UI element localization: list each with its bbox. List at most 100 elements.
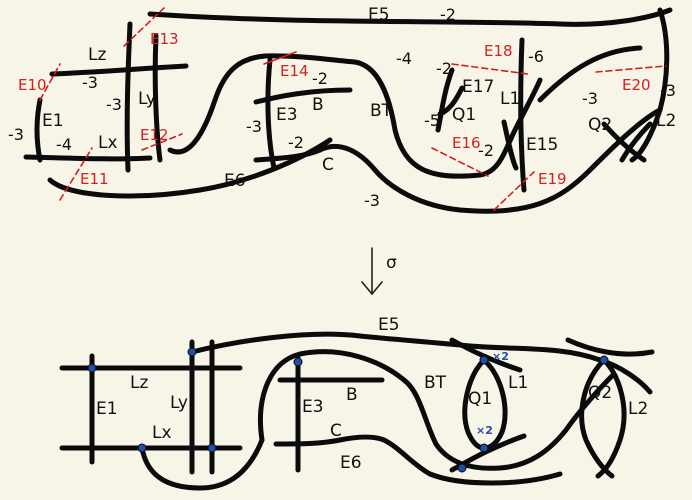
bottom-curve-q1-right xyxy=(481,357,508,451)
arrow-head xyxy=(361,281,383,296)
top-label-lx: Lx xyxy=(98,133,118,153)
bottom-point-lx-left xyxy=(137,443,147,453)
top-label-b: B xyxy=(312,95,324,115)
top-mult-l1: -6 xyxy=(528,47,544,66)
top-mult-lx: -4 xyxy=(56,135,72,154)
top-curve-q1 xyxy=(435,67,455,133)
top-curve-e17 xyxy=(437,85,465,117)
top-mult-l2: -3 xyxy=(660,81,676,100)
top-label-e10: E10 xyxy=(18,76,47,94)
top-label-lz: Lz xyxy=(88,45,106,65)
top-curve-e15 xyxy=(501,119,519,171)
top-label-q1: Q1 xyxy=(452,105,476,125)
top-label-c: C xyxy=(322,155,334,175)
bottom-label-c: C xyxy=(330,421,342,441)
top-exceptional-e20 xyxy=(595,65,667,73)
bottom-point-lz-e1 xyxy=(87,363,97,373)
top-label-e12: E12 xyxy=(140,126,169,144)
top-exceptional-e19 xyxy=(493,171,535,211)
bottom-label-l1: L1 xyxy=(508,373,528,393)
bottom-label-q1: Q1 xyxy=(468,389,492,409)
top-label-l1: L1 xyxy=(500,89,520,109)
bottom-label-l2: L2 xyxy=(628,399,648,419)
top-label-e5: E5 xyxy=(368,5,390,25)
top-mult-e17: -2 xyxy=(436,59,452,78)
top-label-e19: E19 xyxy=(538,170,567,188)
top-curve-q2 xyxy=(537,45,643,103)
top-label-bt: BT xyxy=(370,101,393,121)
top-mult-lz: -3 xyxy=(82,73,98,92)
top-exceptional-e18 xyxy=(451,63,529,75)
top-exceptional-e11 xyxy=(59,147,93,201)
bottom-curve-l2 xyxy=(565,337,655,357)
top-label-l2: L2 xyxy=(656,111,676,131)
top-mult-e3: -3 xyxy=(246,117,262,136)
top-mult-e1: -3 xyxy=(8,125,24,144)
top-exceptional-e10 xyxy=(39,63,61,101)
top-mult-ly: -3 xyxy=(106,95,122,114)
top-curve-lx xyxy=(23,154,153,162)
bottom-marker-lower: ×2 xyxy=(476,424,493,437)
top-label-ly: Ly xyxy=(138,89,156,109)
top-curve-q2-cross xyxy=(601,121,647,163)
top-label-e16: E16 xyxy=(452,134,481,152)
bottom-point-lx-right xyxy=(207,443,217,453)
top-label-e1: E1 xyxy=(42,111,64,131)
top-mult-e6: -3 xyxy=(364,191,380,210)
bottom-label-e6: E6 xyxy=(340,453,362,473)
top-label-e11: E11 xyxy=(80,170,109,188)
bottom-point-q1-bottom xyxy=(479,443,489,453)
top-exceptional-e14 xyxy=(263,51,297,65)
bottom-curve-bt xyxy=(258,349,615,471)
bottom-point-q1-top xyxy=(479,355,489,365)
bottom-point-e3-top xyxy=(293,357,303,367)
top-curve-l1 xyxy=(518,37,527,193)
bottom-configuration: ×2 ×2 E5 Lz E1 Ly Lx E3 B C E6 BT Q1 L1 … xyxy=(59,315,655,491)
bottom-label-ly: Ly xyxy=(170,393,188,413)
bottom-curve-q2-right xyxy=(595,357,627,479)
top-label-e13: E13 xyxy=(150,30,179,48)
top-curve-e6 xyxy=(47,137,333,199)
top-curve-e12-vertical xyxy=(152,33,163,163)
top-curve-e1 xyxy=(34,97,43,163)
top-configuration: E5 -2 Lz -3 Ly -3 E1 -3 Lx -4 E3 -3 B -2… xyxy=(8,5,676,214)
bottom-label-lz: Lz xyxy=(130,373,148,393)
blowdown-arrow: σ xyxy=(361,247,397,296)
bottom-label-b: B xyxy=(346,385,358,405)
bottom-label-e5: E5 xyxy=(378,315,400,335)
top-mult-b: -2 xyxy=(312,69,328,88)
top-curve-lz xyxy=(49,63,189,77)
bottom-curve-l1 xyxy=(449,337,523,373)
bottom-curve-l1-lower xyxy=(449,433,527,473)
top-mult-bt: -4 xyxy=(396,49,412,68)
top-label-e3: E3 xyxy=(276,105,298,125)
top-mult-q1-2: -2 xyxy=(478,141,494,160)
top-mult-c: -2 xyxy=(288,133,304,152)
top-exceptional-e13 xyxy=(123,7,165,47)
top-label-e14: E14 xyxy=(280,62,309,80)
top-curve-l2 xyxy=(629,7,670,163)
top-curve-ly xyxy=(124,21,133,173)
bottom-point-ly-top xyxy=(187,347,197,357)
bottom-curve-c xyxy=(273,434,563,486)
top-curve-q2-cross-b xyxy=(619,121,653,163)
top-mult-q1: -5 xyxy=(424,111,440,130)
bottom-label-lx: Lx xyxy=(152,423,172,443)
bottom-point-q2-top xyxy=(599,355,609,365)
top-label-e20: E20 xyxy=(622,76,651,94)
bottom-marker-upper: ×2 xyxy=(492,350,509,363)
top-exceptional-e16 xyxy=(431,147,489,177)
top-curve-e3 xyxy=(265,57,277,171)
top-label-e18: E18 xyxy=(484,42,513,60)
map-label-sigma: σ xyxy=(386,253,397,273)
top-curve-e5 xyxy=(147,7,673,27)
top-label-e6: E6 xyxy=(224,171,246,191)
bottom-label-bt: BT xyxy=(424,373,447,393)
top-exceptional-e12 xyxy=(141,133,183,151)
top-label-q2: Q2 xyxy=(588,115,612,135)
top-label-e15: E15 xyxy=(526,135,558,155)
top-label-e17: E17 xyxy=(462,77,494,97)
bottom-label-e1: E1 xyxy=(96,399,118,419)
top-mult-e5: -2 xyxy=(440,5,456,24)
